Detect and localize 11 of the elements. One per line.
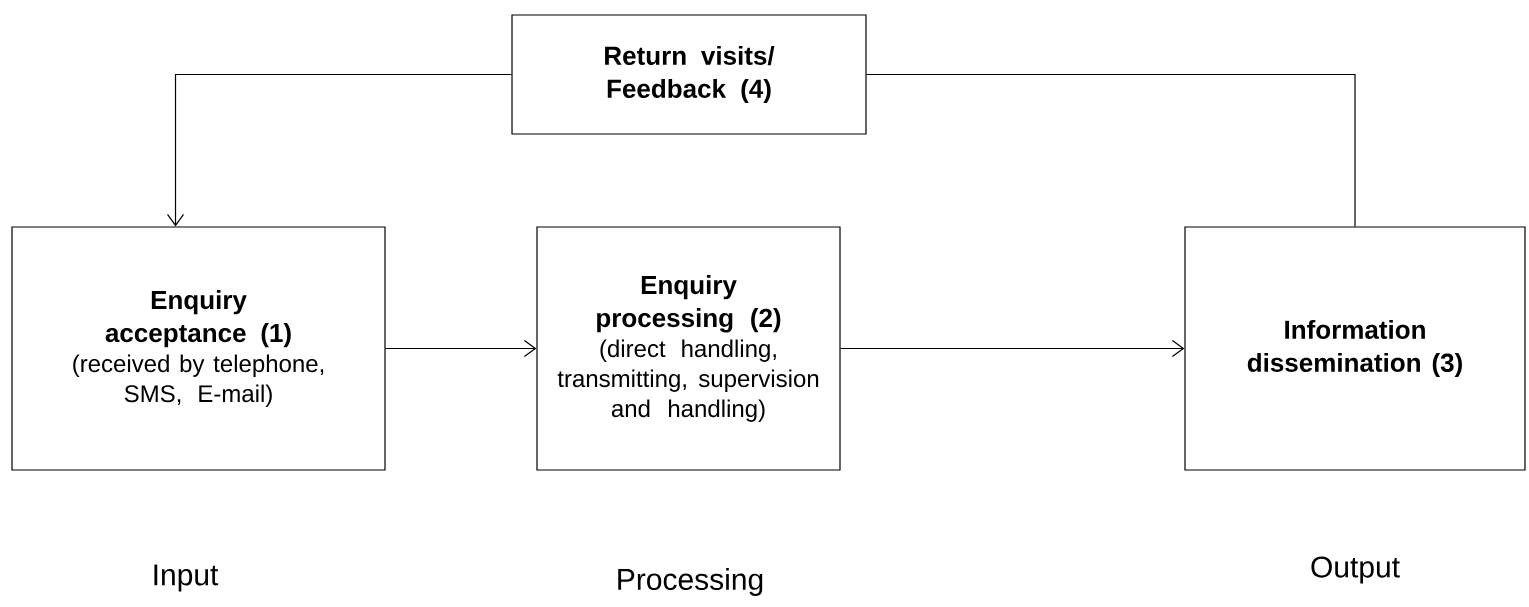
stage-label: Input: [154, 564, 219, 592]
arrow: [166, 73, 512, 227]
connector-line: [866, 73, 1356, 227]
process-box: Enquiry processing (2) (direct handling, transmitting, supervision and handling): [536, 226, 841, 471]
process-box: Return visits/ Feedback (4): [511, 14, 867, 135]
stage-label: Processing: [618, 568, 763, 596]
arrow: [840, 339, 1185, 358]
stage-label: Output: [1311, 556, 1400, 584]
process-box: Information dissemination (3): [1184, 226, 1526, 471]
arrow: [385, 339, 537, 358]
process-box: Enquiry acceptance (1) (received by telephone, SMS, E-mail): [11, 226, 386, 471]
